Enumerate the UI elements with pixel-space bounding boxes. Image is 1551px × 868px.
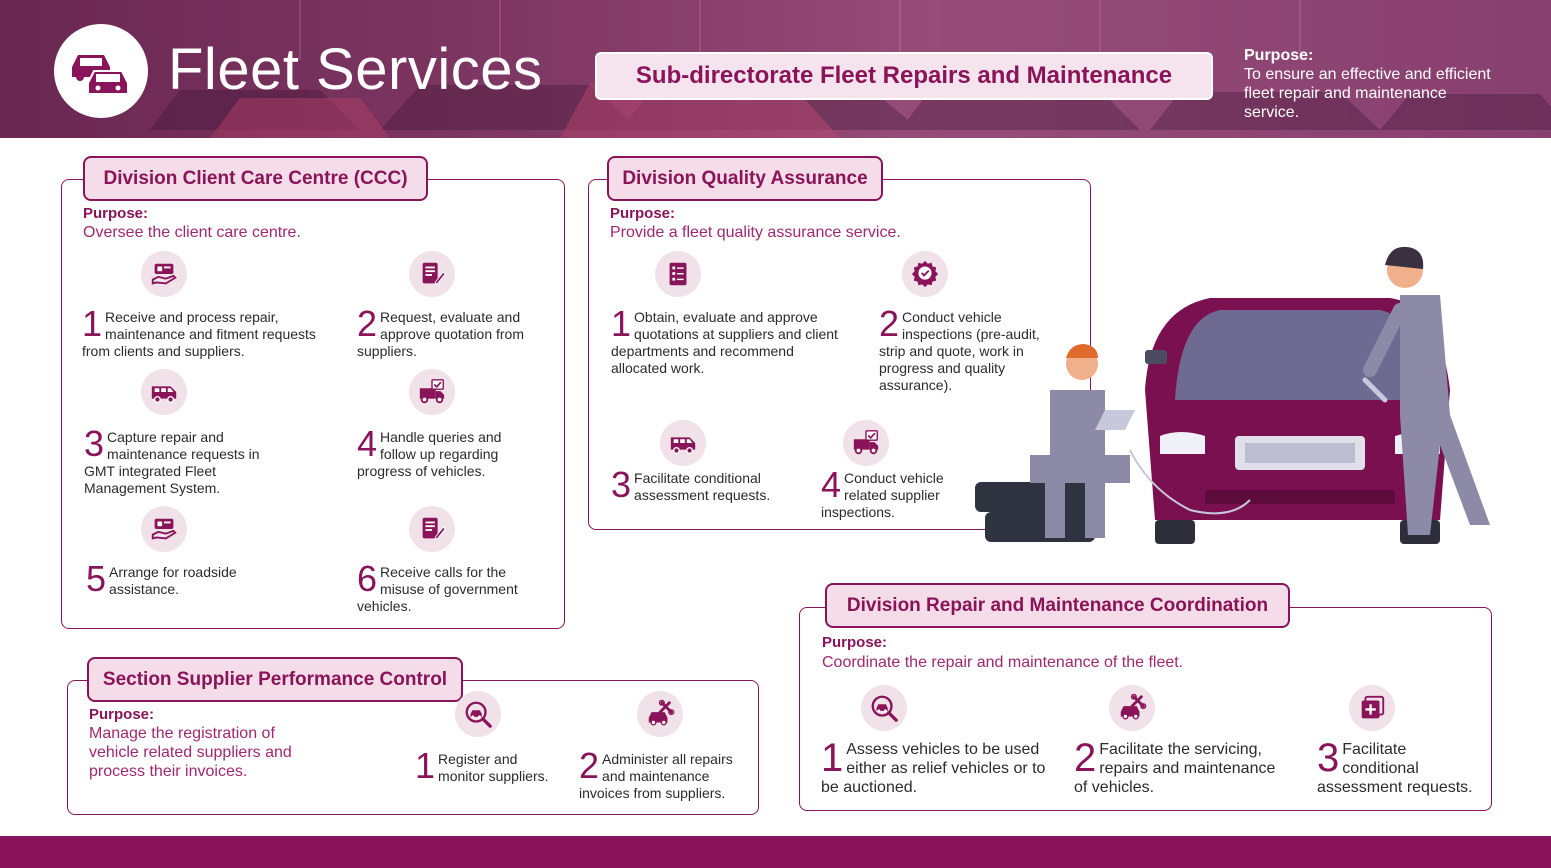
page-title: Fleet Services bbox=[168, 37, 543, 102]
car-search-icon bbox=[861, 685, 907, 731]
fleet-cars-logo bbox=[54, 24, 148, 118]
ccc-purpose-text: Oversee the client care centre. bbox=[83, 224, 301, 241]
qa-panel bbox=[588, 179, 1091, 530]
hand-card-icon bbox=[141, 506, 187, 552]
rmc-purpose-label: Purpose: bbox=[822, 634, 888, 651]
spc-purpose-label: Purpose: bbox=[89, 706, 155, 723]
truck-check-icon bbox=[843, 420, 889, 466]
document-edit-icon bbox=[409, 251, 455, 297]
spc-title: Section Supplier Performance Control bbox=[87, 657, 463, 702]
truck-check-icon bbox=[409, 369, 455, 415]
footer-bar bbox=[0, 836, 1551, 868]
subdirectorate-title: Sub-directorate Fleet Repairs and Mainte… bbox=[595, 52, 1213, 100]
van-icon bbox=[141, 369, 187, 415]
rmc-title: Division Repair and Maintenance Coordina… bbox=[825, 583, 1290, 628]
two-cars-icon bbox=[72, 55, 129, 95]
checklist-icon bbox=[655, 251, 701, 297]
rmc-purpose-text: Coordinate the repair and maintenance of… bbox=[822, 654, 1184, 671]
car-repair-icon bbox=[637, 691, 683, 737]
ccc-title: Division Client Care Centre (CCC) bbox=[83, 156, 428, 201]
qa-purpose-text: Provide a fleet quality assurance servic… bbox=[610, 224, 901, 241]
hand-card-icon bbox=[141, 251, 187, 297]
header-purpose-label: Purpose: bbox=[1244, 47, 1314, 64]
car-repair-icon bbox=[1109, 685, 1155, 731]
qa-purpose-label: Purpose: bbox=[610, 205, 676, 222]
qa-title: Division Quality Assurance bbox=[607, 156, 883, 201]
header-purpose-text: To ensure an effective and efficient fle… bbox=[1244, 66, 1491, 121]
header-purpose: Purpose: To ensure an effective and effi… bbox=[1244, 46, 1504, 122]
spc-purpose-text: Manage the registration of vehicle relat… bbox=[89, 725, 292, 780]
car-search-icon bbox=[455, 691, 501, 737]
add-square-icon bbox=[1349, 685, 1395, 731]
quality-badge-icon bbox=[902, 251, 948, 297]
ccc-purpose-label: Purpose: bbox=[83, 205, 149, 222]
document-edit-icon bbox=[409, 506, 455, 552]
mechanics-car-illustration bbox=[975, 246, 1490, 544]
ccc-panel bbox=[61, 179, 565, 629]
van-icon bbox=[660, 420, 706, 466]
header-banner: Fleet Services Sub-directorate Fleet Rep… bbox=[0, 0, 1551, 138]
